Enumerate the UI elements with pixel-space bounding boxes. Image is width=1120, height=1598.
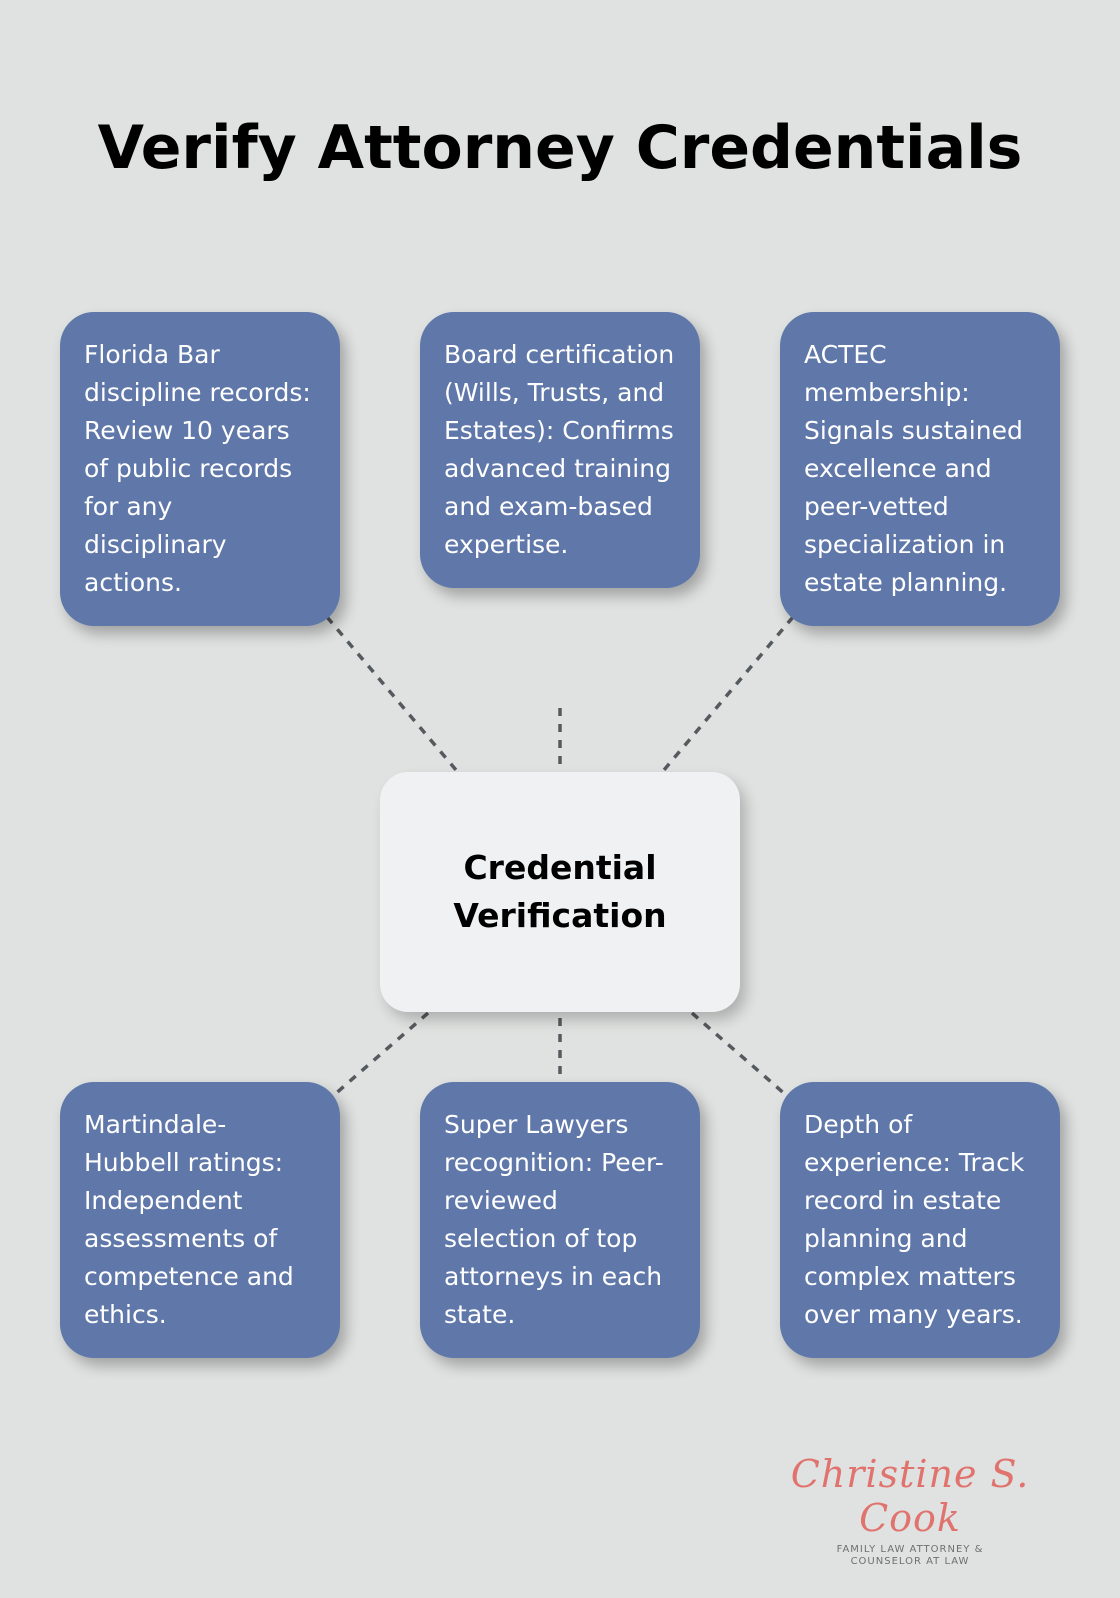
brand-logo: Christine S. Cook FAMILY LAW ATTORNEY & …: [760, 1452, 1060, 1567]
page-title: Verify Attorney Credentials: [97, 113, 1023, 183]
card-experience: Depth of experience: Track record in est…: [780, 1082, 1060, 1358]
logo-tagline-2: COUNSELOR AT LAW: [850, 1556, 970, 1567]
logo-tagline-1: FAMILY LAW ATTORNEY &: [836, 1544, 984, 1555]
card-text: Board certification (Wills, Trusts, and …: [444, 340, 675, 559]
card-martindale: Martindale-Hubbell ratings: Independent …: [60, 1082, 340, 1358]
center-label: Credential Verification: [453, 848, 667, 935]
card-text: Super Lawyers recognition: Peer-reviewed…: [444, 1110, 664, 1329]
connector-top-left: [325, 615, 458, 772]
card-super-lawyers: Super Lawyers recognition: Peer-reviewed…: [420, 1082, 700, 1358]
card-text: ACTEC membership: Signals sustained exce…: [804, 340, 1023, 597]
logo-name: Christine S. Cook: [790, 1452, 1030, 1540]
card-text: Florida Bar discipline records: Review 1…: [84, 340, 311, 597]
card-text: Martindale-Hubbell ratings: Independent …: [84, 1110, 294, 1329]
connector-bottom-right: [690, 1011, 788, 1097]
center-node: Credential Verification: [380, 772, 740, 1012]
card-text: Depth of experience: Track record in est…: [804, 1110, 1025, 1329]
card-actec: ACTEC membership: Signals sustained exce…: [780, 312, 1060, 626]
connector-bottom-left: [332, 1011, 430, 1097]
card-board-certification: Board certification (Wills, Trusts, and …: [420, 312, 700, 588]
connector-top-right: [662, 615, 795, 772]
card-florida-bar: Florida Bar discipline records: Review 1…: [60, 312, 340, 626]
